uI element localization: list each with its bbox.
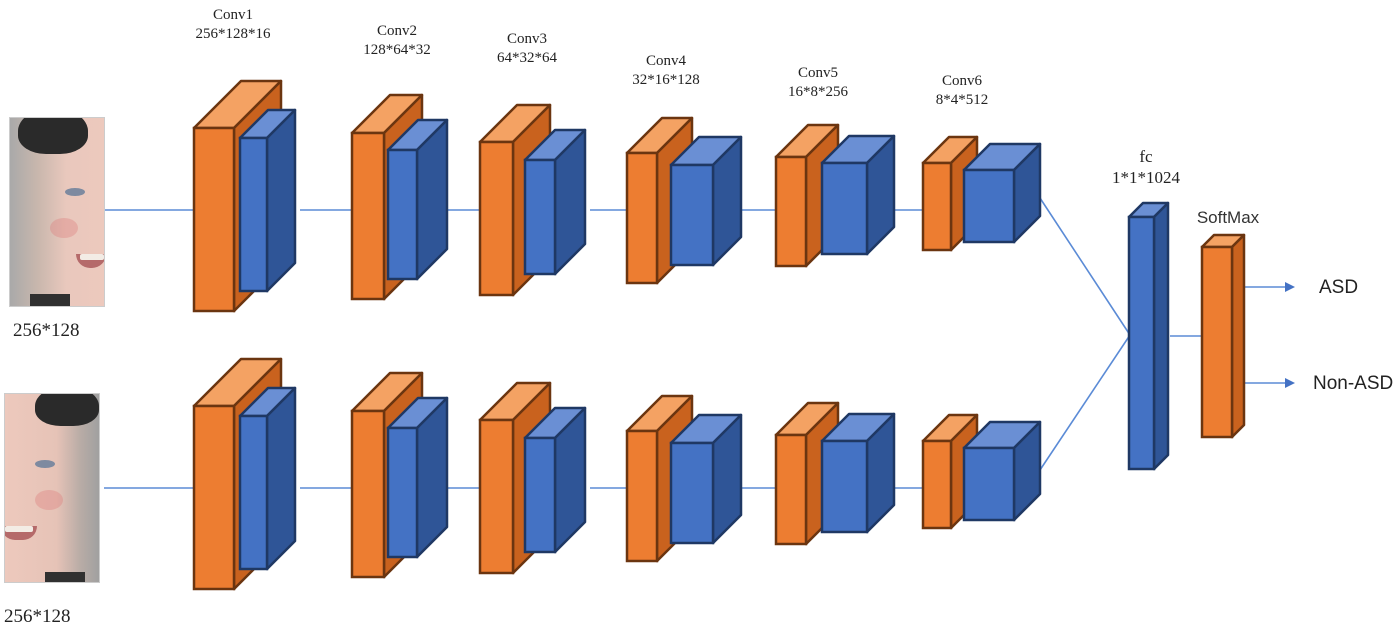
conv6-name: Conv6: [941, 73, 982, 89]
branch1-conv1-blue-block-side: [265, 108, 297, 293]
branch2-conv1-blue-block: [238, 386, 297, 571]
branch2-conv2-blue-block-side: [415, 396, 449, 559]
softmax-block-side: [1230, 233, 1246, 439]
branch1-conv2-blue-block-side: [415, 118, 449, 281]
branch1-conv2-blue-block-front: [386, 148, 419, 281]
connector-bottom-to-fc: [1039, 334, 1131, 471]
softmax-block-front: [1200, 245, 1234, 439]
conv5-name: Conv5: [797, 65, 838, 81]
branch2-conv2-blue-block-front: [386, 426, 419, 559]
conv3-dims: 64*32*64: [497, 50, 557, 66]
branch2-conv6-blue-block: [962, 420, 1042, 522]
input-size-label-top: 256*128: [13, 320, 80, 341]
softmax-block: [1200, 233, 1246, 439]
branch2-conv3-orange-block-front: [478, 418, 515, 575]
branch2-conv4-blue-block: [669, 413, 743, 545]
input-image-bottom: [4, 393, 100, 583]
output-label-asd: ASD: [1319, 277, 1359, 298]
branch2-conv4-orange-block-front: [625, 429, 659, 563]
conv6-label: Conv6 8*4*512: [936, 72, 989, 110]
conv6-dims: 8*4*512: [935, 92, 989, 108]
branch1-conv5-orange-block-front: [774, 155, 808, 268]
branch2-conv5-orange-block-front: [774, 433, 808, 546]
connector-lines: [104, 197, 1295, 489]
branch2-conv3-blue-block-front: [523, 436, 557, 554]
branch2-conv2-blue-block: [386, 396, 449, 559]
branch2-conv6-orange-block-front: [921, 439, 953, 530]
input-image-top: [9, 117, 105, 307]
branch1-conv2-blue-block: [386, 118, 449, 281]
branch1-conv1-orange-block-front: [192, 126, 236, 313]
fc-dims: 1*1*1024: [1112, 168, 1180, 187]
branch1-conv4-blue-block: [669, 135, 743, 267]
layer-blocks: [192, 79, 1246, 591]
conv2-label: Conv2 128*64*32: [363, 22, 431, 60]
conv4-dims: 32*16*128: [632, 72, 700, 88]
branch1-conv4-blue-block-front: [669, 163, 715, 267]
branch2-conv3-blue-block: [523, 406, 587, 554]
input-size-label-bottom: 256*128: [4, 606, 71, 627]
connector-top-to-fc: [1039, 197, 1131, 336]
conv1-label: Conv1 256*128*16: [196, 6, 271, 44]
branch1-conv6-blue-block: [962, 142, 1042, 244]
conv5-dims: 16*8*256: [788, 84, 848, 100]
conv1-dims: 256*128*16: [195, 26, 271, 42]
conv3-label: Conv3 64*32*64: [497, 30, 557, 68]
branch1-conv3-blue-block-front: [523, 158, 557, 276]
fc-block: [1127, 201, 1170, 471]
fc-block-side: [1152, 201, 1170, 471]
conv4-name: Conv4: [645, 53, 686, 69]
conv4-label: Conv4 32*16*128: [632, 52, 700, 90]
branch2-conv1-blue-block-side: [265, 386, 297, 571]
output-label-non-asd: Non-ASD: [1313, 373, 1394, 394]
branch2-conv6-blue-block-front: [962, 446, 1016, 522]
branch1-conv5-blue-block: [820, 134, 896, 256]
fc-block-front: [1127, 215, 1156, 471]
branch1-conv4-orange-block-front: [625, 151, 659, 285]
branch1-conv6-orange-block-front: [921, 161, 953, 252]
branch1-conv2-orange-block-front: [350, 131, 386, 301]
branch1-conv6-blue-block-front: [962, 168, 1016, 244]
branch2-conv2-orange-block-front: [350, 409, 386, 579]
branch2-conv1-blue-block-front: [238, 414, 269, 571]
fc-name: fc: [1139, 147, 1153, 166]
conv2-dims: 128*64*32: [363, 42, 431, 58]
conv1-name: Conv1: [212, 7, 253, 23]
fc-label: fc 1*1*1024: [1112, 146, 1180, 188]
branch1-conv3-blue-block: [523, 128, 587, 276]
conv5-label: Conv5 16*8*256: [788, 64, 848, 102]
conv2-name: Conv2: [376, 23, 417, 39]
branch1-conv1-blue-block: [238, 108, 297, 293]
branch2-conv1-orange-block-front: [192, 404, 236, 591]
branch1-conv5-blue-block-front: [820, 161, 869, 256]
branch2-conv5-blue-block: [820, 412, 896, 534]
conv3-name: Conv3: [506, 31, 547, 47]
branch1-conv1-blue-block-front: [238, 136, 269, 293]
branch2-conv4-blue-block-front: [669, 441, 715, 545]
softmax-label: SoftMax: [1196, 208, 1260, 227]
branch1-conv3-orange-block-front: [478, 140, 515, 297]
branch2-conv5-blue-block-front: [820, 439, 869, 534]
